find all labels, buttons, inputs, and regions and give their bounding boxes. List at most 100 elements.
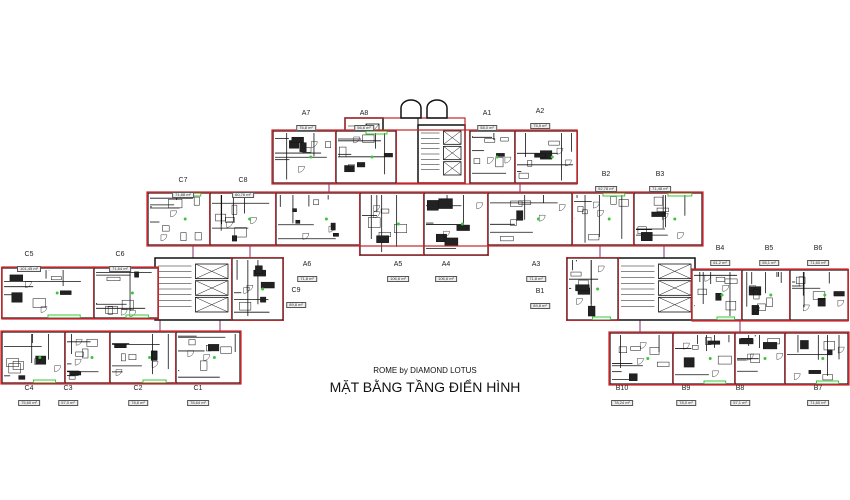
furniture [822, 374, 833, 381]
furniture [8, 363, 21, 374]
furniture [376, 235, 389, 243]
unit-area: 78,24 m² [611, 400, 633, 406]
furniture [649, 347, 660, 355]
furniture [330, 222, 336, 231]
furniture [473, 158, 481, 164]
elevator-shaft [195, 263, 229, 280]
door-swing [75, 339, 83, 346]
furniture [106, 276, 121, 281]
door-swing [661, 213, 669, 220]
unit-name: B8 [735, 385, 745, 392]
plant [370, 155, 374, 159]
furniture [444, 237, 459, 247]
furniture [193, 196, 200, 206]
door-swing [504, 156, 512, 164]
door-swing [170, 210, 177, 218]
wing-outline [271, 129, 578, 185]
furniture [121, 299, 134, 310]
furniture [548, 140, 560, 146]
plant [309, 155, 313, 159]
furniture [220, 346, 232, 354]
furniture [798, 276, 804, 287]
door-swing [576, 298, 583, 305]
unit-area: 101,45 m² [16, 266, 42, 272]
furniture [168, 198, 183, 209]
furniture [357, 162, 366, 168]
furniture [484, 138, 496, 143]
unit-name: A6 [302, 261, 312, 268]
door-swing [556, 148, 564, 155]
elevator-shaft [195, 296, 229, 313]
plant [148, 356, 152, 359]
unit-name: B3 [655, 171, 665, 178]
furniture [827, 349, 833, 356]
unit-area: 71,60 m² [807, 260, 829, 266]
elevator-cross [195, 263, 229, 279]
plant [536, 217, 540, 221]
furniture [651, 211, 666, 217]
plant [90, 356, 94, 359]
plant [248, 217, 252, 221]
furniture [231, 235, 238, 242]
unit-name: A4 [441, 261, 451, 268]
plant [596, 287, 600, 291]
unit-name: B9 [681, 385, 691, 392]
elevator-cross [443, 130, 462, 145]
furniture [456, 224, 470, 231]
unit-name: A1 [482, 110, 492, 117]
wing-outline [1, 266, 159, 320]
furniture [239, 301, 252, 311]
furniture [362, 134, 375, 143]
unit-name: B4 [715, 245, 725, 252]
furniture [107, 306, 113, 315]
furniture [344, 165, 355, 173]
unit-walls [175, 331, 241, 384]
furniture [496, 153, 505, 157]
plant [55, 291, 59, 295]
unit-area: 76,8 m² [296, 125, 316, 131]
water-tank-icon [426, 99, 448, 119]
furniture [833, 291, 845, 297]
plant [38, 356, 42, 359]
plant [769, 293, 773, 297]
unit-walls [109, 331, 177, 384]
plant [763, 357, 767, 360]
door-swing [328, 225, 336, 233]
furniture [426, 200, 439, 211]
wing-outline [608, 331, 850, 386]
furniture [757, 303, 766, 311]
furniture [725, 301, 737, 311]
unit-area: 55,1 m² [759, 260, 779, 266]
unit-area: 71,88 m² [172, 192, 194, 198]
furniture [582, 209, 588, 215]
elevator-shaft [443, 145, 462, 161]
unit-name: A3 [531, 261, 541, 268]
unit-outline [566, 257, 619, 321]
furniture [577, 206, 584, 212]
door-swing [837, 300, 845, 307]
furniture [291, 136, 304, 143]
furniture [717, 355, 732, 365]
unit-name: B6 [813, 245, 823, 252]
door-swing [803, 304, 810, 312]
furniture [207, 344, 220, 352]
elevator-shaft [195, 280, 229, 296]
furniture [180, 232, 187, 241]
furniture [200, 360, 208, 371]
furniture [510, 200, 523, 207]
elevator-cross [658, 263, 692, 279]
plant [212, 356, 216, 359]
furniture [438, 198, 453, 209]
door-swing [712, 370, 719, 378]
furniture [516, 210, 524, 221]
